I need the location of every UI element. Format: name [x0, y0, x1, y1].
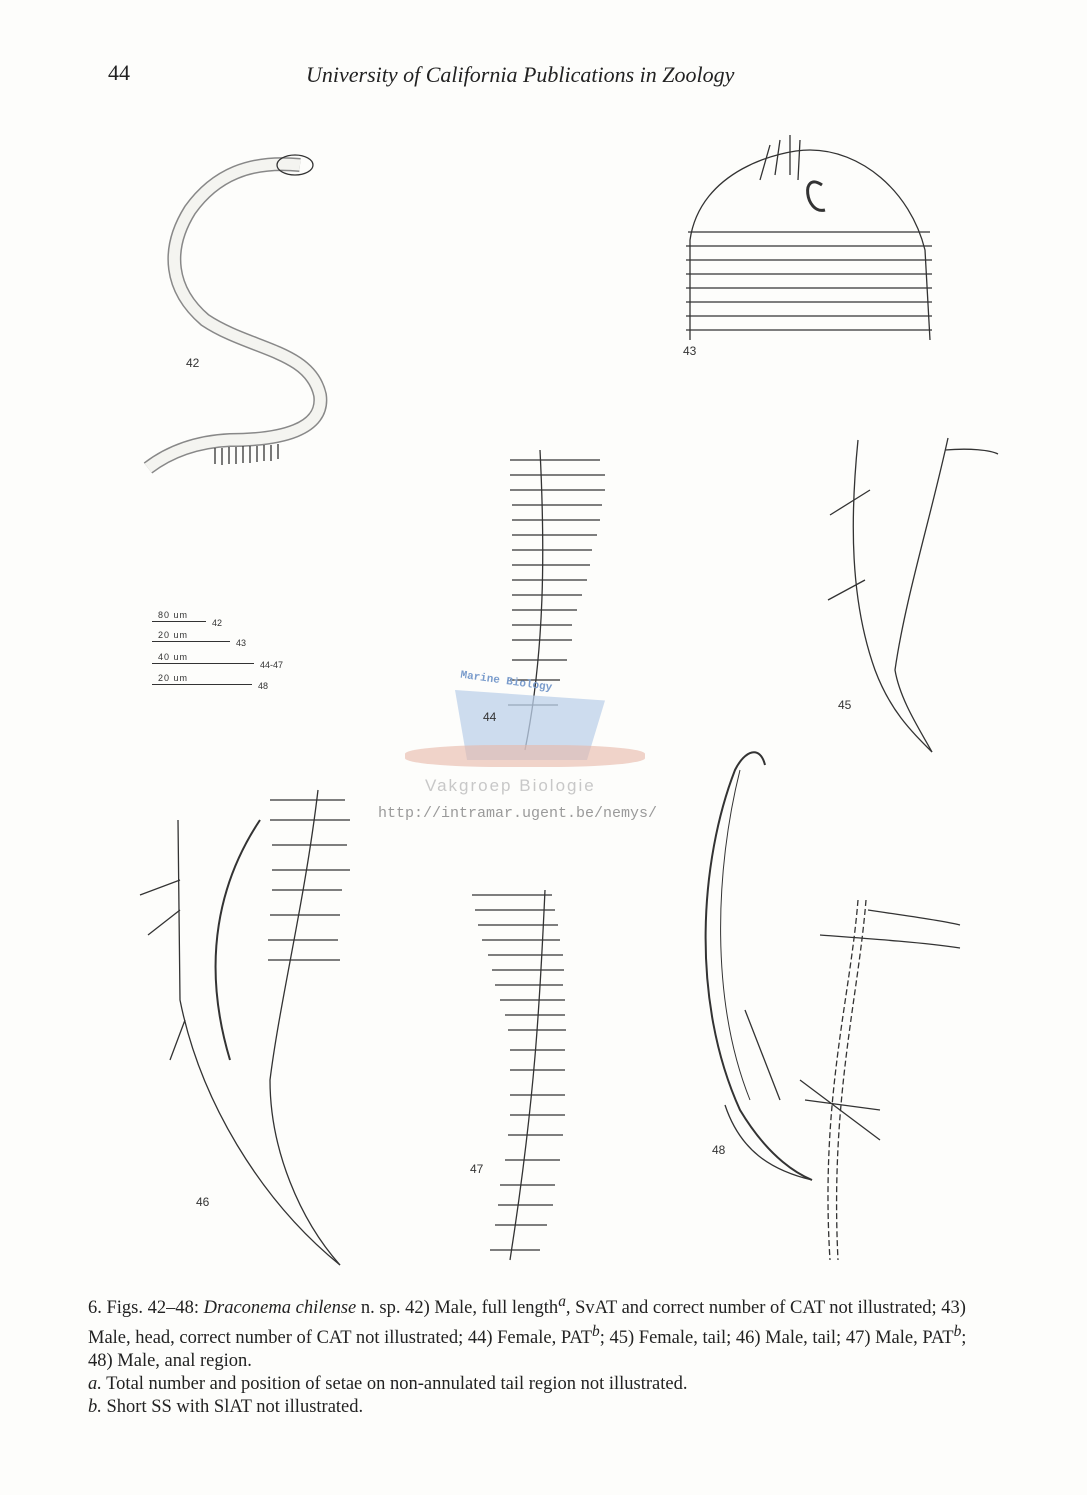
footnote-b: b. Short SS with SlAT not illustrated.: [88, 1396, 978, 1419]
caption-number: 6.: [88, 1298, 102, 1319]
scale-line: [152, 621, 206, 622]
scale-line: [152, 684, 252, 685]
page-number: 44: [108, 60, 130, 85]
footnote-a: a. Total number and position of setae on…: [88, 1373, 978, 1396]
figure-label-47: 47: [470, 1162, 484, 1176]
caption-text: ; 45) Female, tail; 46) Male, tail; 47) …: [599, 1328, 954, 1349]
caption-text: n. sp. 42) Male, full length: [360, 1298, 559, 1319]
footnote-a-mark: a.: [88, 1374, 102, 1395]
figure-caption: 6. Figs. 42–48: Draconema chilense n. sp…: [88, 1290, 978, 1419]
caption-text: ; 48) Male, anal region.: [88, 1328, 967, 1372]
scale-figures: 42: [212, 618, 223, 628]
footnote-a-text: Total number and position of setae on no…: [106, 1374, 688, 1395]
scale-figures: 44-47: [260, 660, 284, 670]
figure-label-48: 48: [712, 1143, 726, 1157]
caption-figs: Figs. 42–48:: [106, 1298, 200, 1319]
scale-figures: 43: [236, 638, 247, 648]
caption-main: 6. Figs. 42–48: Draconema chilense n. sp…: [88, 1290, 978, 1373]
scale-length: 20 um: [158, 630, 189, 640]
figure-42-drawing: [143, 154, 328, 474]
footnote-b-mark: b.: [88, 1397, 102, 1418]
scale-length: 40 um: [158, 652, 189, 662]
scale-length: 20 um: [158, 673, 189, 683]
caption-species: Draconema chilense: [203, 1298, 357, 1319]
figure-label-43: 43: [683, 344, 697, 358]
figure-48-drawing: [704, 751, 961, 1261]
running-title: University of California Publications in…: [306, 62, 735, 87]
scale-bar-48: 20 um 48: [152, 673, 292, 691]
watermark-line2: Vakgroep Biologie: [425, 776, 596, 795]
figure-label-45: 45: [838, 698, 852, 712]
scale-bar-43: 20 um 43: [152, 630, 272, 648]
figure-47-drawing: [472, 889, 566, 1261]
footnote-mark-a: a: [558, 1293, 566, 1310]
figure-label-46: 46: [196, 1195, 210, 1209]
figure-45-drawing: [827, 437, 999, 753]
scale-bar-44-47: 40 um 44-47: [152, 652, 312, 670]
caption-text: , SvAT and correct number of CAT not ill…: [88, 1298, 966, 1349]
figure-label-44: 44: [483, 710, 497, 724]
watermark-wave: [405, 745, 645, 767]
footnote-mark-b: b: [953, 1323, 962, 1341]
figure-46-drawing: [139, 789, 350, 1266]
scale-figures: 48: [258, 681, 269, 691]
scale-bar-42: 80 um 42: [152, 610, 252, 628]
footnote-mark-b: b: [592, 1323, 600, 1341]
figure-label-42: 42: [186, 356, 200, 370]
watermark-url: http://intramar.ugent.be/nemys/: [378, 805, 658, 822]
scale-length: 80 um: [158, 610, 189, 620]
scale-line: [152, 641, 230, 642]
figure-43-drawing: [686, 135, 932, 341]
footnote-b-text: Short SS with SlAT not illustrated.: [106, 1397, 364, 1418]
scale-line: [152, 663, 254, 664]
